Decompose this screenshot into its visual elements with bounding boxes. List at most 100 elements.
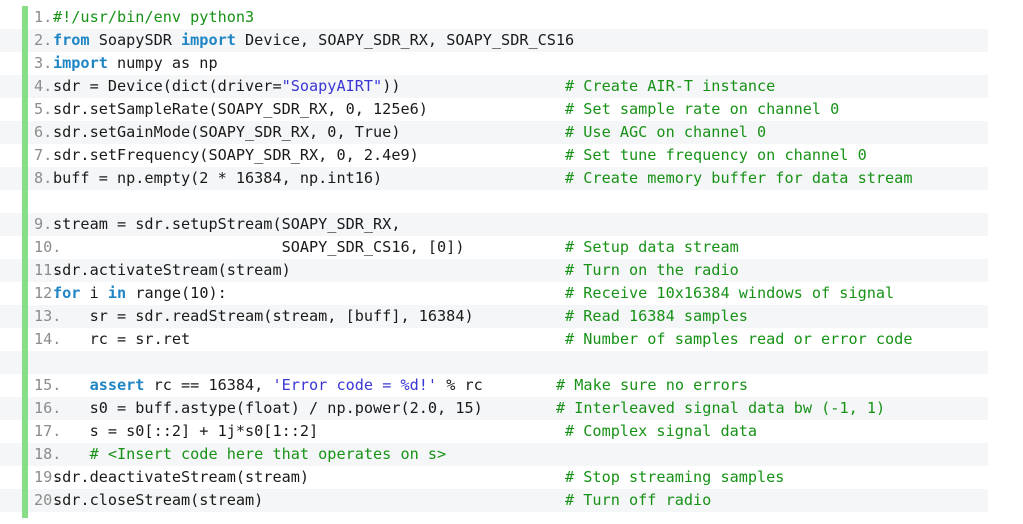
code-token-kw: from — [53, 31, 90, 49]
code-token-plain: )) — [382, 77, 401, 95]
inline-comment: # Turn on the radio — [565, 261, 739, 279]
line-number: 18. — [34, 445, 62, 463]
code-row: 4.sdr = Device(dict(driver="SoapyAIRT"))… — [0, 75, 988, 98]
code-row: 18. # <Insert code here that operates on… — [0, 443, 988, 466]
code-text: rc = sr.ret — [53, 328, 191, 351]
code-row: 13. sr = sdr.readStream(stream, [buff], … — [0, 305, 988, 328]
code-text: # <Insert code here that operates on s> — [53, 443, 447, 466]
code-text: assert rc == 16384, 'Error code = %d!' %… — [53, 374, 483, 397]
code-token-plain: % rc — [437, 376, 483, 394]
code-row: 3.import numpy as np — [0, 52, 988, 75]
line-number: 11. — [34, 261, 62, 279]
inline-comment: # Use AGC on channel 0 — [565, 123, 767, 141]
inline-comment: # Create memory buffer for data stream — [565, 169, 913, 187]
code-token-kw: assert — [89, 376, 145, 394]
code-token-plain: stream = sdr.setupStream(SOAPY_SDR_RX, — [53, 215, 401, 233]
code-text: sdr.setSampleRate(SOAPY_SDR_RX, 0, 125e6… — [53, 98, 428, 121]
code-token-str: "SoapyAIRT" — [281, 77, 383, 95]
inline-comment: # Make sure no errors — [556, 376, 749, 394]
code-row: 6.sdr.setGainMode(SOAPY_SDR_RX, 0, True)… — [0, 121, 988, 144]
code-token-kw: import — [53, 54, 108, 72]
line-number: 9. — [34, 215, 53, 233]
inline-comment: # Complex signal data — [565, 422, 758, 440]
code-token-plain: numpy as np — [107, 54, 218, 72]
code-token-kw: for — [53, 284, 81, 302]
inline-comment: # Interleaved signal data bw (-1, 1) — [556, 399, 886, 417]
code-token-plain: range(10): — [126, 284, 227, 302]
code-token-plain: SOAPY_SDR_CS16, [0]) — [53, 238, 465, 256]
code-text: sdr = Device(dict(driver="SoapyAIRT")) — [53, 75, 400, 98]
code-token-plain: sdr = Device(dict(driver= — [53, 77, 282, 95]
code-text: sr = sdr.readStream(stream, [buff], 1638… — [53, 305, 474, 328]
line-number: 3. — [34, 54, 53, 72]
inline-comment: # Stop streaming samples — [565, 468, 785, 486]
line-number: 1. — [34, 8, 53, 26]
code-row: 19.sdr.deactivateStream(stream) # Stop st… — [0, 466, 988, 489]
code-row: 15. assert rc == 16384, 'Error code = %d… — [0, 374, 988, 397]
line-number: 17. — [34, 422, 62, 440]
code-token-cmt: #!/usr/bin/env python3 — [53, 8, 255, 26]
code-text: SOAPY_SDR_CS16, [0]) — [53, 236, 465, 259]
line-number: 7. — [34, 146, 53, 164]
code-row: 16. s0 = buff.astype(float) / np.power(2… — [0, 397, 988, 420]
code-token-plain: sdr.setFrequency(SOAPY_SDR_RX, 0, 2.4e9) — [53, 146, 419, 164]
code-row: 7.sdr.setFrequency(SOAPY_SDR_RX, 0, 2.4e… — [0, 144, 988, 167]
inline-comment: # Turn off radio — [565, 491, 712, 509]
line-number: 19. — [34, 468, 62, 486]
line-number: 15. — [34, 376, 62, 394]
line-number: 12. — [34, 284, 62, 302]
code-row: 12.for i in range(10): # Receive 10x16384… — [0, 282, 988, 305]
inline-comment: # Set tune frequency on channel 0 — [565, 146, 867, 164]
line-number: 10. — [34, 238, 62, 256]
code-row: 11.sdr.activateStream(stream) # Turn on t… — [0, 259, 988, 282]
line-number: 16. — [34, 399, 62, 417]
line-number: 2. — [34, 31, 53, 49]
code-text: for i in range(10): — [53, 282, 227, 305]
code-row: 1.#!/usr/bin/env python3 — [0, 6, 988, 29]
code-text: sdr.activateStream(stream) — [53, 259, 291, 282]
code-token-plain: Device, SOAPY_SDR_RX, SOAPY_SDR_CS16 — [235, 31, 575, 49]
line-number: 8. — [34, 169, 53, 187]
code-text: sdr.deactivateStream(stream) — [53, 466, 309, 489]
line-number: 13. — [34, 307, 62, 325]
code-row: 5.sdr.setSampleRate(SOAPY_SDR_RX, 0, 125… — [0, 98, 988, 121]
code-row: 14. rc = sr.ret # Number of samples read … — [0, 328, 988, 351]
code-token-plain: s0 = buff.astype(float) / np.power(2.0, … — [53, 399, 483, 417]
code-text: sdr.closeStream(stream) — [53, 489, 263, 512]
inline-comment: # Set sample rate on channel 0 — [565, 100, 840, 118]
code-text: import numpy as np — [53, 52, 218, 75]
code-token-plain — [53, 376, 90, 394]
line-number: 4. — [34, 77, 53, 95]
line-number: 14. — [34, 330, 62, 348]
left-accent-bar — [22, 6, 28, 518]
code-token-str: 'Error code = %d!' — [272, 376, 438, 394]
code-token-plain: sr = sdr.readStream(stream, [buff], 1638… — [53, 307, 474, 325]
code-text: sdr.setFrequency(SOAPY_SDR_RX, 0, 2.4e9) — [53, 144, 419, 167]
code-token-plain: sdr.setGainMode(SOAPY_SDR_RX, 0, True) — [53, 123, 401, 141]
code-token-plain: sdr.closeStream(stream) — [53, 491, 264, 509]
code-token-plain: rc == 16384, — [144, 376, 273, 394]
line-number: 5. — [34, 100, 53, 118]
code-row: 17. s = s0[::2] + 1j*s0[1::2] # Complex s… — [0, 420, 988, 443]
line-number: 6. — [34, 123, 53, 141]
code-token-cmt: # <Insert code here that operates on s> — [53, 445, 447, 463]
code-row: 2.from SoapySDR import Device, SOAPY_SDR… — [0, 29, 988, 52]
code-token-plain: sdr.deactivateStream(stream) — [53, 468, 310, 486]
code-token-kw: import — [181, 31, 236, 49]
code-row: 8.buff = np.empty(2 * 16384, np.int16) # … — [0, 167, 988, 190]
code-token-plain: s = s0[::2] + 1j*s0[1::2] — [53, 422, 319, 440]
code-text: s = s0[::2] + 1j*s0[1::2] — [53, 420, 319, 443]
code-text: #!/usr/bin/env python3 — [53, 6, 254, 29]
code-text: stream = sdr.setupStream(SOAPY_SDR_RX, — [53, 213, 400, 236]
code-text: s0 = buff.astype(float) / np.power(2.0, … — [53, 397, 483, 420]
code-text: buff = np.empty(2 * 16384, np.int16) — [53, 167, 382, 190]
code-text: from SoapySDR import Device, SOAPY_SDR_R… — [53, 29, 574, 52]
code-token-plain: SoapySDR — [89, 31, 182, 49]
inline-comment: # Receive 10x16384 windows of signal — [565, 284, 895, 302]
code-token-plain: rc = sr.ret — [53, 330, 191, 348]
code-token-plain: i — [80, 284, 108, 302]
inline-comment: # Number of samples read or error code — [565, 330, 913, 348]
code-token-plain: buff = np.empty(2 * 16384, np.int16) — [53, 169, 383, 187]
